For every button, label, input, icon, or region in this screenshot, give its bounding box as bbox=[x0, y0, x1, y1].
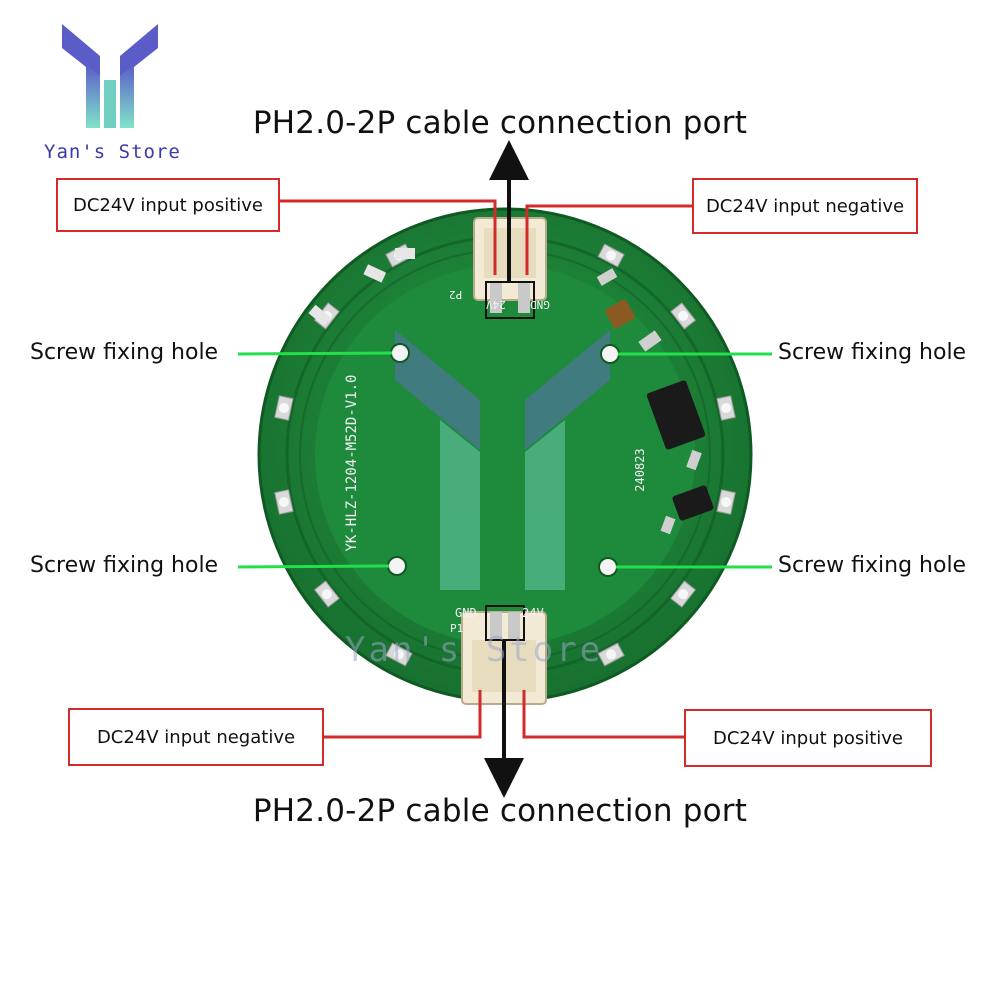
led-pad bbox=[670, 302, 697, 330]
screw-label-upper-left: Screw fixing hole bbox=[30, 340, 219, 365]
led-pad bbox=[716, 489, 736, 515]
top-connector-ref: P2 bbox=[449, 288, 463, 301]
driver-components bbox=[308, 248, 714, 535]
screw-hole-lower-right bbox=[598, 557, 618, 577]
bottom-connector-ref: P1 bbox=[450, 622, 464, 635]
callout-bottom-left: DC24V input negative bbox=[68, 708, 324, 766]
board-date-code: 240823 bbox=[633, 448, 647, 492]
leader-top-left bbox=[280, 199, 497, 275]
led-pad bbox=[274, 489, 294, 515]
led-pad bbox=[716, 395, 736, 421]
screw-hole-upper-right bbox=[600, 344, 620, 364]
led-pad bbox=[597, 642, 625, 667]
brand-name: Yan's Store bbox=[44, 141, 181, 163]
bottom-port-title: PH2.0-2P cable connection port bbox=[252, 793, 748, 829]
leader-bottom-left bbox=[324, 690, 482, 739]
brand-logo bbox=[62, 24, 158, 128]
screw-holes bbox=[387, 343, 620, 577]
cable-arrows bbox=[484, 140, 529, 798]
screw-hole-lower-left bbox=[387, 556, 407, 576]
leader-lines-red bbox=[280, 199, 693, 739]
led-pad bbox=[597, 243, 625, 268]
callout-top-left: DC24V input positive bbox=[56, 178, 280, 232]
bottom-connector-pin-a: GND bbox=[455, 606, 477, 620]
led-pad bbox=[274, 395, 294, 421]
watermark: Yan's Store bbox=[345, 630, 604, 670]
board-model-print: YK-HLZ-1204-M52D-V1.0 bbox=[344, 374, 360, 552]
screw-label-upper-right: Screw fixing hole bbox=[778, 340, 967, 365]
leader-bottom-right bbox=[522, 690, 684, 739]
leader-screw-upper-left bbox=[237, 351, 393, 356]
top-connector-pin-b: GND bbox=[530, 298, 550, 311]
led-pad bbox=[385, 642, 413, 667]
callout-top-right: DC24V input negative bbox=[692, 178, 918, 234]
led-pad bbox=[670, 580, 697, 608]
screw-label-lower-left: Screw fixing hole bbox=[30, 553, 219, 578]
top-connector-pin-a: 24V bbox=[486, 298, 506, 311]
screw-hole-upper-left bbox=[390, 343, 410, 363]
bottom-connector-pin-b: 24V bbox=[522, 606, 544, 620]
leader-lines-green bbox=[237, 351, 772, 569]
top-port-title: PH2.0-2P cable connection port bbox=[252, 105, 748, 141]
led-pad bbox=[313, 580, 340, 608]
leader-top-right bbox=[525, 204, 693, 275]
board-logo-print bbox=[395, 330, 610, 590]
leader-screw-lower-left bbox=[237, 564, 390, 569]
callout-bottom-right: DC24V input positive bbox=[684, 709, 932, 767]
screw-label-lower-right: Screw fixing hole bbox=[778, 553, 967, 578]
